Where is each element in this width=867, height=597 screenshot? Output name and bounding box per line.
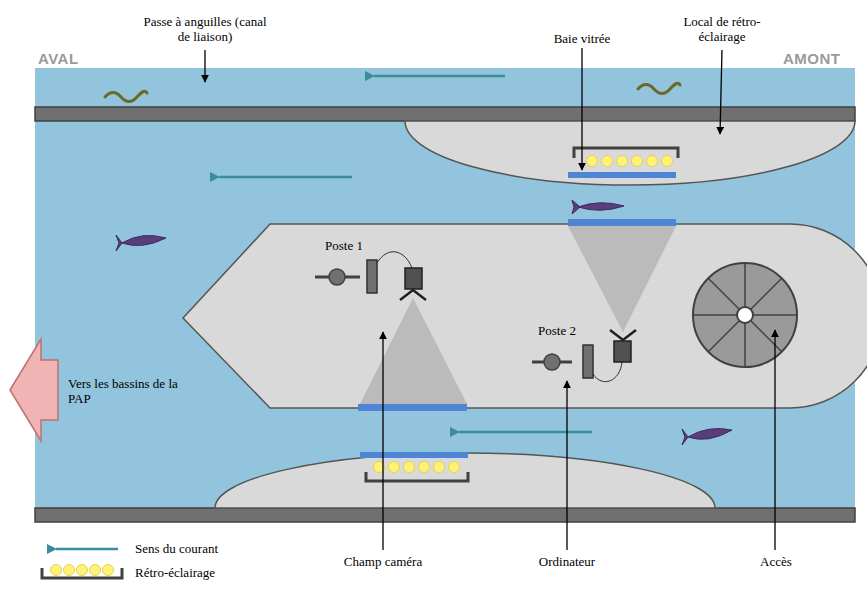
camera-field — [568, 226, 676, 332]
station-label: Poste 2 — [538, 323, 598, 338]
window-label: Baie vitrée — [527, 31, 637, 46]
room-label: Local de rétro-éclairage — [672, 14, 772, 44]
workstation — [315, 252, 426, 300]
legend-sample — [42, 549, 122, 578]
window — [568, 219, 676, 226]
backlight-room — [215, 453, 715, 508]
backlight-fixture — [568, 148, 678, 178]
station-label: Poste 1 — [325, 238, 385, 253]
legend-text: Sens du courant — [135, 541, 218, 556]
channel-wall — [35, 508, 855, 522]
leader-line — [205, 48, 775, 550]
part-label: Champ caméra — [323, 554, 443, 569]
current-arrow — [219, 76, 592, 432]
backlight-room — [405, 121, 855, 185]
observation-room — [183, 224, 867, 408]
exit-label: Vers les bassins de la PAP — [68, 376, 178, 406]
access-hatch — [693, 263, 797, 367]
side-label: AVAL — [38, 51, 118, 66]
channel-label: Passe à anguilles (canal de liaison) — [140, 14, 270, 44]
backlight-fixture — [360, 452, 468, 481]
window — [358, 404, 467, 411]
part-label: Accès — [736, 554, 816, 569]
legend-text: Rétro-éclairage — [135, 565, 215, 580]
exit-arrow — [10, 339, 58, 441]
part-label: Ordinateur — [507, 554, 627, 569]
side-label: AMONT — [783, 51, 863, 66]
eel — [105, 83, 680, 101]
camera-field — [360, 298, 467, 404]
fish — [116, 200, 732, 445]
channel-wall — [35, 107, 855, 121]
